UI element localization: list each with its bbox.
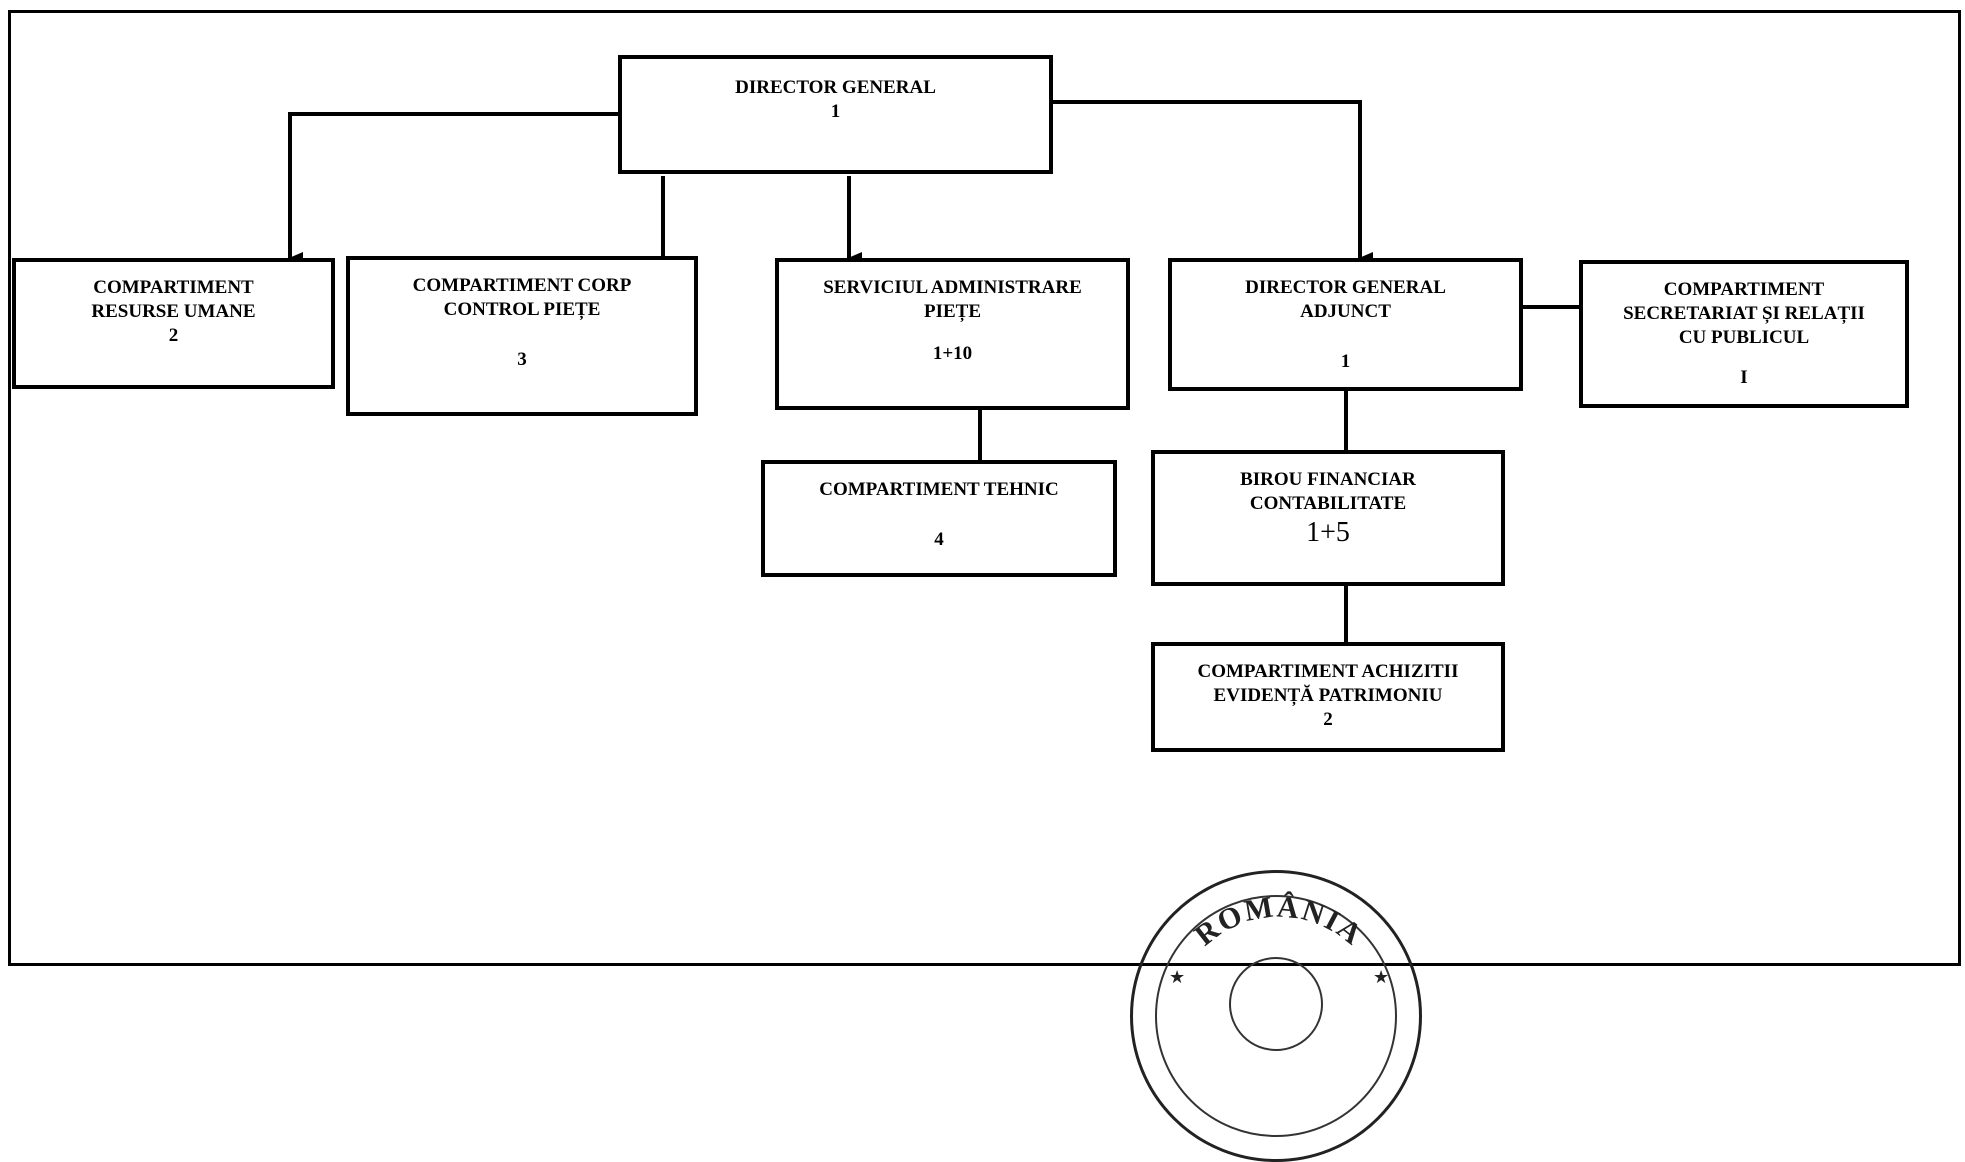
financiar-count: 1+5 <box>1306 517 1350 548</box>
svg-text:★: ★ <box>1169 967 1185 988</box>
achizitii-count: 2 <box>1323 709 1333 730</box>
corp-control-box: COMPARTIMENT CORP CONTROL PIEȚE 3 <box>346 256 698 416</box>
svg-text:★: ★ <box>1373 967 1389 988</box>
secretariat-count: I <box>1740 367 1748 388</box>
resurse-umane-count: 2 <box>168 325 179 346</box>
financiar-box: BIROU FINANCIAR CONTABILITATE 1+5 <box>1151 450 1505 586</box>
connector-director-to-adjunct <box>1053 100 1373 264</box>
secretariat-box: COMPARTIMENT SECRETARIAT ȘI RELAȚII CU P… <box>1579 260 1909 408</box>
stamp-lettering: ROMÂNIA ★ ★ <box>1169 890 1389 988</box>
serviciul-administrare-title: SERVICIUL ADMINISTRARE PIEȚE <box>823 277 1082 322</box>
serviciul-administrare-box: SERVICIUL ADMINISTRARE PIEȚE 1+10 <box>775 258 1130 410</box>
director-general-title: DIRECTOR GENERAL <box>735 77 936 98</box>
achizitii-title: COMPARTIMENT ACHIZITII EVIDENȚĂ PATRIMON… <box>1197 661 1459 706</box>
director-adjunct-title: DIRECTOR GENERAL ADJUNCT <box>1245 277 1446 322</box>
corp-control-title: COMPARTIMENT CORP CONTROL PIEȚE <box>412 275 632 320</box>
director-general-count: 1 <box>830 101 841 122</box>
achizitii-box: COMPARTIMENT ACHIZITII EVIDENȚĂ PATRIMON… <box>1151 642 1505 752</box>
tehnic-title: COMPARTIMENT TEHNIC <box>819 479 1059 500</box>
financiar-title: BIROU FINANCIAR CONTABILITATE <box>1240 469 1416 514</box>
director-adjunct-count: 1 <box>1340 351 1351 372</box>
page-frame <box>8 10 1961 966</box>
director-adjunct-box: DIRECTOR GENERAL ADJUNCT 1 <box>1168 258 1523 391</box>
corp-control-count: 3 <box>517 349 527 370</box>
tehnic-box: COMPARTIMENT TEHNIC 4 <box>761 460 1117 577</box>
director-general-box: DIRECTOR GENERAL 1 <box>618 55 1053 174</box>
serviciul-administrare-count: 1+10 <box>932 343 973 364</box>
resurse-umane-box: COMPARTIMENT RESURSE UMANE 2 <box>12 258 335 389</box>
svg-text:ROMÂNIA: ROMÂNIA <box>1188 890 1369 952</box>
official-stamp: ROMÂNIA ★ ★ <box>1130 870 1422 1162</box>
connector-director-to-resurse-umane <box>288 112 618 264</box>
secretariat-title: COMPARTIMENT SECRETARIAT ȘI RELAȚII CU P… <box>1623 279 1865 348</box>
tehnic-count: 4 <box>934 529 944 550</box>
resurse-umane-title: COMPARTIMENT RESURSE UMANE <box>91 277 256 322</box>
